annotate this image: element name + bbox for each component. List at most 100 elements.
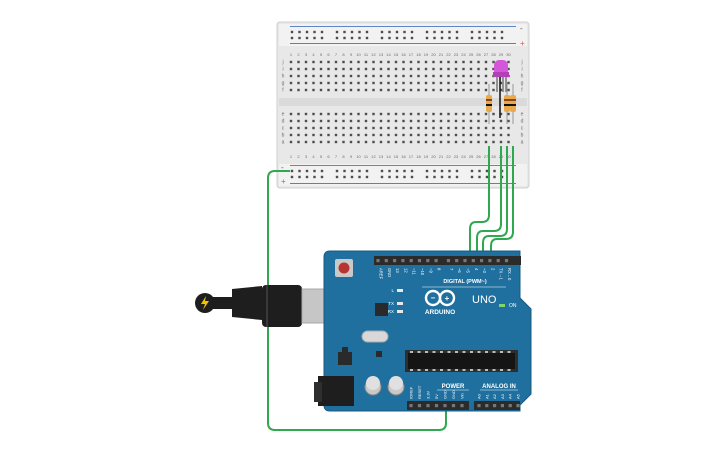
breadboard-hole[interactable] [379, 112, 383, 116]
breadboard-hole[interactable] [357, 133, 360, 137]
header-pin[interactable] [409, 404, 413, 408]
breadboard-hole[interactable] [372, 67, 375, 71]
breadboard-hole[interactable] [425, 36, 429, 40]
breadboard-hole[interactable] [394, 140, 398, 144]
breadboard-hole[interactable] [343, 36, 346, 40]
breadboard-hole[interactable] [379, 81, 383, 85]
breadboard-hole[interactable] [424, 140, 428, 144]
breadboard-hole[interactable] [327, 60, 330, 64]
breadboard-hole[interactable] [372, 88, 375, 92]
breadboard-hole[interactable] [402, 81, 405, 85]
breadboard-hole[interactable] [409, 81, 413, 85]
breadboard-hole[interactable] [319, 74, 323, 78]
breadboard-hole[interactable] [342, 60, 345, 64]
breadboard-hole[interactable] [454, 119, 458, 123]
header-pin[interactable] [446, 259, 450, 263]
breadboard-hole[interactable] [507, 112, 510, 116]
breadboard-hole[interactable] [417, 119, 420, 123]
breadboard-hole[interactable] [372, 133, 375, 137]
header-pin[interactable] [443, 404, 447, 408]
breadboard-hole[interactable] [500, 36, 504, 40]
breadboard-hole[interactable] [334, 67, 338, 71]
breadboard-hole[interactable] [312, 60, 315, 64]
wire[interactable] [490, 146, 514, 257]
breadboard-hole[interactable] [439, 88, 443, 92]
breadboard-hole[interactable] [379, 126, 383, 130]
breadboard-hole[interactable] [447, 88, 450, 92]
breadboard-hole[interactable] [439, 74, 443, 78]
breadboard-hole[interactable] [394, 88, 398, 92]
breadboard-hole[interactable] [447, 112, 450, 116]
breadboard-hole[interactable] [440, 175, 444, 179]
breadboard-hole[interactable] [380, 169, 384, 173]
breadboard-hole[interactable] [349, 74, 353, 78]
breadboard-hole[interactable] [433, 175, 436, 179]
breadboard-hole[interactable] [440, 36, 444, 40]
header-pin[interactable] [451, 404, 456, 408]
breadboard-hole[interactable] [327, 81, 330, 85]
breadboard-hole[interactable] [395, 36, 399, 40]
breadboard-hole[interactable] [432, 74, 435, 78]
breadboard-hole[interactable] [372, 74, 375, 78]
header-pin[interactable] [384, 259, 388, 263]
breadboard-hole[interactable] [507, 67, 510, 71]
breadboard-hole[interactable] [469, 67, 473, 71]
breadboard-hole[interactable] [364, 88, 368, 92]
breadboard-hole[interactable] [417, 140, 420, 144]
breadboard-hole[interactable] [372, 126, 375, 130]
breadboard-hole[interactable] [342, 140, 345, 144]
breadboard-hole[interactable] [432, 81, 435, 85]
breadboard-hole[interactable] [499, 126, 503, 130]
breadboard-hole[interactable] [409, 119, 413, 123]
breadboard-hole[interactable] [334, 119, 338, 123]
breadboard-hole[interactable] [492, 119, 495, 123]
breadboard-hole[interactable] [312, 74, 315, 78]
breadboard-hole[interactable] [297, 133, 300, 137]
breadboard-hole[interactable] [304, 126, 308, 130]
breadboard-hole[interactable] [364, 74, 368, 78]
breadboard-hole[interactable] [343, 30, 346, 34]
breadboard-hole[interactable] [358, 169, 361, 173]
breadboard-hole[interactable] [313, 30, 316, 34]
breadboard-hole[interactable] [357, 112, 360, 116]
breadboard-hole[interactable] [349, 119, 353, 123]
breadboard-hole[interactable] [470, 169, 474, 173]
header-pin[interactable] [434, 404, 439, 408]
breadboard-hole[interactable] [432, 112, 435, 116]
breadboard-hole[interactable] [335, 30, 339, 34]
breadboard-hole[interactable] [319, 119, 323, 123]
breadboard-hole[interactable] [335, 36, 339, 40]
breadboard-hole[interactable] [312, 88, 315, 92]
breadboard-hole[interactable] [335, 169, 339, 173]
breadboard-hole[interactable] [454, 67, 458, 71]
breadboard-hole[interactable] [327, 133, 330, 137]
breadboard-hole[interactable] [387, 67, 390, 71]
header-pin[interactable] [488, 259, 492, 263]
breadboard-hole[interactable] [290, 30, 294, 34]
breadboard-hole[interactable] [484, 81, 488, 85]
breadboard-hole[interactable] [478, 175, 481, 179]
breadboard-hole[interactable] [327, 119, 330, 123]
breadboard-hole[interactable] [364, 67, 368, 71]
breadboard-hole[interactable] [409, 88, 413, 92]
breadboard-hole[interactable] [312, 67, 315, 71]
breadboard-hole[interactable] [454, 88, 458, 92]
breadboard-hole[interactable] [462, 126, 465, 130]
breadboard-hole[interactable] [477, 60, 480, 64]
dc-power-jack[interactable] [318, 376, 354, 406]
breadboard-hole[interactable] [387, 133, 390, 137]
breadboard-hole[interactable] [448, 175, 451, 179]
breadboard-hole[interactable] [477, 88, 480, 92]
breadboard-hole[interactable] [305, 36, 309, 40]
breadboard-hole[interactable] [455, 169, 459, 173]
breadboard-hole[interactable] [409, 60, 413, 64]
breadboard-hole[interactable] [313, 36, 316, 40]
breadboard-hole[interactable] [424, 67, 428, 71]
breadboard-hole[interactable] [289, 112, 293, 116]
breadboard-hole[interactable] [424, 112, 428, 116]
breadboard-hole[interactable] [349, 60, 353, 64]
breadboard-hole[interactable] [469, 119, 473, 123]
breadboard-hole[interactable] [478, 30, 481, 34]
wire[interactable] [482, 146, 508, 257]
breadboard-hole[interactable] [439, 112, 443, 116]
